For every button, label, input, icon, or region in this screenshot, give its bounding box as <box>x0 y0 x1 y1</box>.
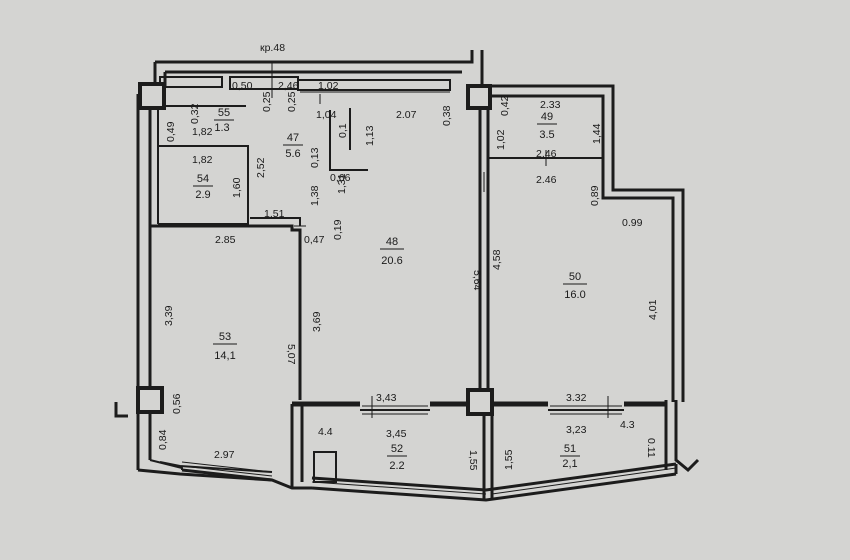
dim-label: 0.99 <box>622 217 643 229</box>
dim-label: 0.11 <box>645 438 657 458</box>
columns <box>136 82 494 416</box>
dim-label: 1,82 <box>192 126 213 138</box>
dim-label: 1,13 <box>364 125 376 146</box>
window-balcony-front <box>311 467 677 495</box>
window-balcony-2 <box>550 405 622 415</box>
dim-label: 2,52 <box>255 157 267 178</box>
room-54-area: 2.9 <box>195 189 210 201</box>
dim-label: 1,31 <box>336 173 348 194</box>
dim-label: 0,56 <box>171 393 183 414</box>
room-47: 47 5.6 <box>283 132 303 160</box>
dimension-labels: кр.48 0,50 2,46 1,02 0,25 0,25 0,32 0,49… <box>157 42 659 471</box>
dim-label: 2.97 <box>214 449 235 461</box>
room-48: 48 20.6 <box>380 236 404 267</box>
dim-label: 4.3 <box>620 419 635 431</box>
dim-label: 3,23 <box>566 424 587 436</box>
room-53-number: 53 <box>219 331 231 343</box>
room-49-area: 3.5 <box>539 129 554 141</box>
dim-label: 0,19 <box>332 219 344 240</box>
room-54-number: 54 <box>197 173 209 185</box>
dim-label: 0,32 <box>189 103 201 124</box>
dim-label: 3,43 <box>376 392 397 404</box>
outer-walls <box>114 50 700 502</box>
dim-label: 0,50 <box>232 80 253 92</box>
dim-label: 5,64 <box>471 270 483 291</box>
dim-label: 0,25 <box>261 91 273 112</box>
dim-label: 2.85 <box>215 234 236 246</box>
window-room-53 <box>181 461 273 477</box>
dim-label: 0,84 <box>157 429 169 450</box>
column-left <box>136 386 164 414</box>
dim-label: 1,38 <box>309 185 321 206</box>
column-top-left <box>138 82 166 110</box>
dim-label: 5,07 <box>285 344 297 365</box>
room-54: 54 2.9 <box>193 173 213 201</box>
room-51-number: 51 <box>564 443 576 455</box>
dim-label: кр.48 <box>260 42 285 54</box>
dim-label: 0,47 <box>304 234 325 246</box>
room-51: 51 2,1 <box>560 443 580 470</box>
dim-label: 2.46 <box>536 174 557 186</box>
column-top-center <box>466 84 492 110</box>
dim-label: 1,44 <box>591 123 603 144</box>
room-50-number: 50 <box>569 271 581 283</box>
room-55-number: 55 <box>218 107 230 119</box>
dim-label: 4,01 <box>647 299 659 320</box>
dim-label: 0,1 <box>337 123 349 138</box>
dim-label: 2,46 <box>278 80 299 92</box>
room-48-area: 20.6 <box>381 255 402 267</box>
dim-label: 1,55 <box>467 450 479 471</box>
room-55-area: 1.3 <box>214 122 229 134</box>
dim-label: 3.32 <box>566 392 587 404</box>
dim-label: 2.07 <box>396 109 417 121</box>
room-50-area: 16.0 <box>564 289 585 301</box>
dim-label: 2.33 <box>540 99 561 111</box>
window-balcony-1 <box>362 405 428 415</box>
dim-label: 3,45 <box>386 428 407 440</box>
column-bottom-center <box>466 388 494 416</box>
dim-label: 1,02 <box>495 129 507 150</box>
dim-label: 1,04 <box>316 109 337 121</box>
dim-label: 1,02 <box>318 80 339 92</box>
dim-label: 0,89 <box>589 185 601 206</box>
room-55: 55 1.3 <box>214 107 234 134</box>
room-49-number: 49 <box>541 111 553 123</box>
room-51-area: 2,1 <box>562 458 577 470</box>
dim-label: 2,46 <box>536 148 557 160</box>
dimension-ticks <box>271 62 609 418</box>
dim-label: 1.51 <box>264 208 285 220</box>
room-53: 53 14,1 <box>213 331 237 362</box>
dim-label: 1,60 <box>231 177 243 198</box>
room-52: 52 2.2 <box>387 443 407 472</box>
dim-label: 1,82 <box>192 154 213 166</box>
room-48-number: 48 <box>386 236 398 248</box>
dim-label: 0,66 <box>330 172 351 184</box>
dim-label: 0,49 <box>165 121 177 142</box>
dim-label: 0,38 <box>441 105 453 126</box>
dim-label: 0,13 <box>309 147 321 168</box>
room-50: 50 16.0 <box>563 271 587 301</box>
dim-label: 0,25 <box>286 91 298 112</box>
room-49: 49 3.5 <box>537 111 557 141</box>
room-52-number: 52 <box>391 443 403 455</box>
dim-label: 3,39 <box>163 305 175 326</box>
room-47-area: 5.6 <box>285 148 300 160</box>
room-47-number: 47 <box>287 132 299 144</box>
room-53-area: 14,1 <box>214 350 235 362</box>
windows <box>181 91 677 495</box>
room-labels: 55 1.3 47 5.6 49 3.5 54 2.9 48 20.6 50 1… <box>193 107 587 472</box>
dim-label: 4.4 <box>318 426 333 438</box>
dim-label: 1,55 <box>503 449 515 470</box>
dim-label: 0,42 <box>499 95 511 116</box>
dim-label: 4,58 <box>491 249 503 270</box>
dim-label: 3,69 <box>311 311 323 332</box>
room-52-area: 2.2 <box>389 460 404 472</box>
